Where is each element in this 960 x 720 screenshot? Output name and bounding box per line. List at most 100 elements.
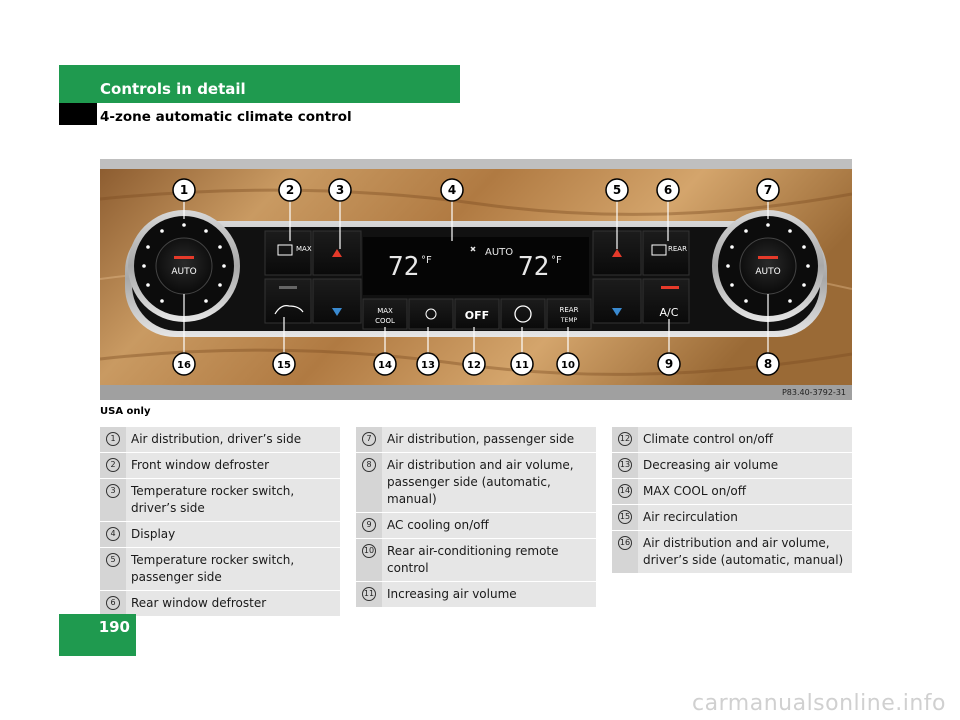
- callout-number-4: 4: [448, 183, 456, 197]
- legend-text: AC cooling on/off: [387, 518, 489, 532]
- legend-text: Climate control on/off: [643, 432, 774, 446]
- callout-circle-3: [328, 178, 352, 202]
- legend-number-badge: 9: [362, 518, 376, 532]
- caption-usa-only: USA only: [100, 406, 151, 417]
- display-left-unit: °F: [421, 255, 432, 266]
- legend-number-cell: 5: [100, 548, 126, 590]
- legend-number-cell: 15: [612, 505, 638, 530]
- rear-temp-label-1: REAR: [560, 306, 579, 314]
- legend-number-badge: 16: [618, 536, 632, 550]
- header-bar: [59, 65, 460, 103]
- fan-large-icon: [514, 305, 532, 323]
- callout-circle-13: [416, 352, 440, 376]
- legend-number-cell: 11: [356, 582, 382, 607]
- legend-row-15: 15 Air recirculation: [612, 505, 852, 531]
- climate-control-photo: AUTO AUTO MAX 72 °F AUTO 72 °F MAX COOL …: [100, 159, 852, 400]
- page-subtitle: 4-zone automatic climate control: [100, 109, 352, 125]
- legend-number-badge: 8: [362, 458, 376, 472]
- max-cool-label-1: MAX: [377, 307, 393, 315]
- callout-circle-9: [657, 352, 681, 376]
- callout-circle-15: [272, 352, 296, 376]
- legend-text: Increasing air volume: [387, 587, 517, 601]
- callout-number-13: 13: [421, 360, 435, 371]
- callout-circle-16: [172, 352, 196, 376]
- legend-row-5: 5 Temperature rocker switch, passenger si…: [100, 548, 340, 591]
- callout-number-14: 14: [378, 360, 392, 371]
- legend-row-9: 9 AC cooling on/off: [356, 513, 596, 539]
- legend-number-cell: 9: [356, 513, 382, 538]
- legend-number-cell: 13: [612, 453, 638, 478]
- callout-circle-4: [440, 178, 464, 202]
- header-tab: [59, 103, 97, 125]
- callout-circle-7: [756, 178, 780, 202]
- temp-down-icon-left: [332, 308, 342, 316]
- display-right-unit: °F: [551, 255, 562, 266]
- callout-circle-1: [172, 178, 196, 202]
- callout-number-6: 6: [664, 183, 672, 197]
- display-right-temp: 72: [518, 252, 549, 282]
- legend-text: Air distribution, driver’s side: [131, 432, 302, 446]
- climate-panel-illustration: AUTO AUTO MAX 72 °F AUTO 72 °F MAX COOL …: [100, 159, 852, 400]
- legend-number-cell: 3: [100, 479, 126, 521]
- rear-temp-label-2: TEMP: [560, 317, 578, 324]
- callout-number-10: 10: [561, 360, 575, 371]
- legend-text: Front window defroster: [131, 458, 270, 472]
- temp-up-icon-right: [612, 249, 622, 257]
- legend-row-11: 11 Increasing air volume: [356, 582, 596, 608]
- legend-number-badge: 15: [618, 510, 632, 524]
- legend-number-badge: 5: [106, 553, 120, 567]
- callout-circle-8: [756, 352, 780, 376]
- legend-row-12: 12 Climate control on/off: [612, 427, 852, 453]
- legend-text: Temperature rocker switch, passenger sid…: [131, 553, 295, 584]
- callout-number-5: 5: [613, 183, 621, 197]
- legend-number-cell: 10: [356, 539, 382, 581]
- display-mode: AUTO: [485, 247, 513, 258]
- display-fan-icon: [470, 246, 476, 252]
- rear-def-label: REAR: [668, 245, 687, 253]
- ac-label: A/C: [660, 306, 679, 319]
- image-code: P83.40-3792-31: [782, 388, 846, 397]
- callout-number-1: 1: [180, 183, 188, 197]
- auto-label-right: AUTO: [755, 267, 780, 277]
- legend-number-cell: 1: [100, 427, 126, 452]
- watermark: carmanualsonline.info: [692, 691, 946, 716]
- legend-number-cell: 12: [612, 427, 638, 452]
- auto-label-left: AUTO: [171, 267, 196, 277]
- callout-circle-10: [556, 352, 580, 376]
- legend-number-badge: 7: [362, 432, 376, 446]
- max-cool-label-2: COOL: [375, 317, 395, 325]
- max-def-label: MAX: [296, 245, 312, 253]
- legend-text: Air distribution and air volume, passeng…: [387, 458, 574, 506]
- legend-text: Temperature rocker switch, driver’s side: [131, 484, 295, 515]
- legend-text: Rear window defroster: [131, 596, 267, 610]
- legend-number-badge: 11: [362, 587, 376, 601]
- legend-text: Rear air-conditioning remote control: [387, 544, 559, 575]
- callout-number-11: 11: [515, 360, 529, 371]
- callout-lines: [183, 200, 769, 354]
- legend-number-cell: 7: [356, 427, 382, 452]
- callout-number-3: 3: [336, 183, 344, 197]
- legend-text: Display: [131, 527, 176, 541]
- legend-text: Air recirculation: [643, 510, 738, 524]
- fan-small-icon: [425, 308, 437, 320]
- callout-number-2: 2: [286, 183, 294, 197]
- page-number: 190: [98, 618, 130, 636]
- callout-number-8: 8: [764, 357, 772, 371]
- legend-number-cell: 8: [356, 453, 382, 512]
- legend-row-16: 16 Air distribution and air volume, drive…: [612, 531, 852, 574]
- callout-number-16: 16: [177, 360, 191, 371]
- callout-number-7: 7: [764, 183, 772, 197]
- callout-circle-2: [278, 178, 302, 202]
- legend-text: Air distribution and air volume, driver’…: [643, 536, 844, 567]
- callout-circle-11: [510, 352, 534, 376]
